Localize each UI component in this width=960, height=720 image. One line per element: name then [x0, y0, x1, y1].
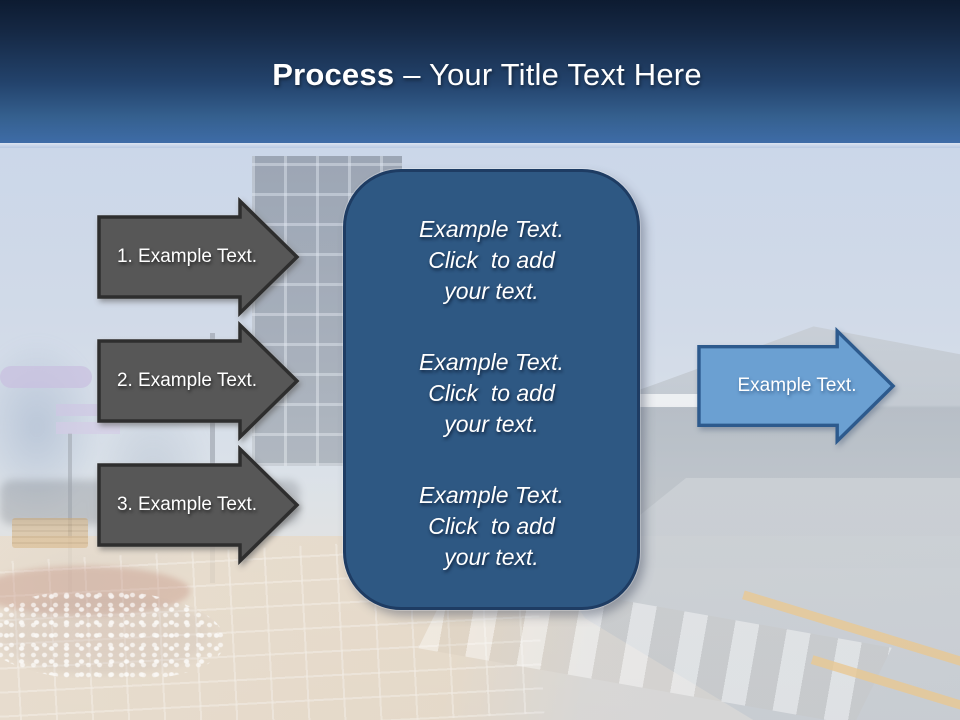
- right-arrow-shape: [697, 326, 896, 446]
- result-arrow-label: Example Text.: [737, 375, 857, 396]
- right-arrow-shape: [97, 444, 300, 566]
- panel-line: Example Text.: [419, 216, 564, 242]
- title-rest: – Your Title Text Here: [403, 56, 702, 92]
- process-step-label-3: 3. Example Text.: [116, 494, 258, 515]
- title-bar: Process– Your Title Text Here: [0, 0, 960, 143]
- panel-line: Example Text.: [419, 349, 564, 375]
- panel-text-block-3[interactable]: Example Text. Click to add your text.: [419, 480, 564, 573]
- title-keyword: Process: [272, 56, 395, 92]
- right-arrow-shape: [97, 196, 300, 318]
- slide-title: Process– Your Title Text Here: [258, 51, 702, 93]
- panel-line: your text.: [444, 411, 539, 437]
- background-flowers: [0, 590, 224, 680]
- panel-line: Click to add: [428, 380, 555, 406]
- panel-text-block-2[interactable]: Example Text. Click to add your text.: [419, 347, 564, 440]
- background-pole: [210, 333, 215, 583]
- background-bench: [12, 518, 88, 548]
- panel-line: your text.: [444, 544, 539, 570]
- panel-line: Click to add: [428, 247, 555, 273]
- result-arrow[interactable]: Example Text.: [697, 326, 897, 446]
- process-step-arrow-1[interactable]: 1. Example Text.: [97, 196, 301, 318]
- header-divider: [0, 143, 960, 148]
- process-step-label-2: 2. Example Text.: [116, 370, 258, 391]
- background-pole: [68, 433, 72, 593]
- panel-line: Click to add: [428, 513, 555, 539]
- process-step-arrow-2[interactable]: 2. Example Text.: [97, 320, 301, 442]
- panel-line: Example Text.: [419, 482, 564, 508]
- right-arrow-shape: [97, 320, 300, 442]
- process-step-label-1: 1. Example Text.: [116, 246, 258, 267]
- panel-text-block-1[interactable]: Example Text. Click to add your text.: [419, 214, 564, 307]
- process-step-arrow-3[interactable]: 3. Example Text.: [97, 444, 301, 566]
- background-sign: [0, 366, 92, 388]
- detail-panel[interactable]: Example Text. Click to add your text. Ex…: [343, 169, 640, 610]
- panel-line: your text.: [444, 278, 539, 304]
